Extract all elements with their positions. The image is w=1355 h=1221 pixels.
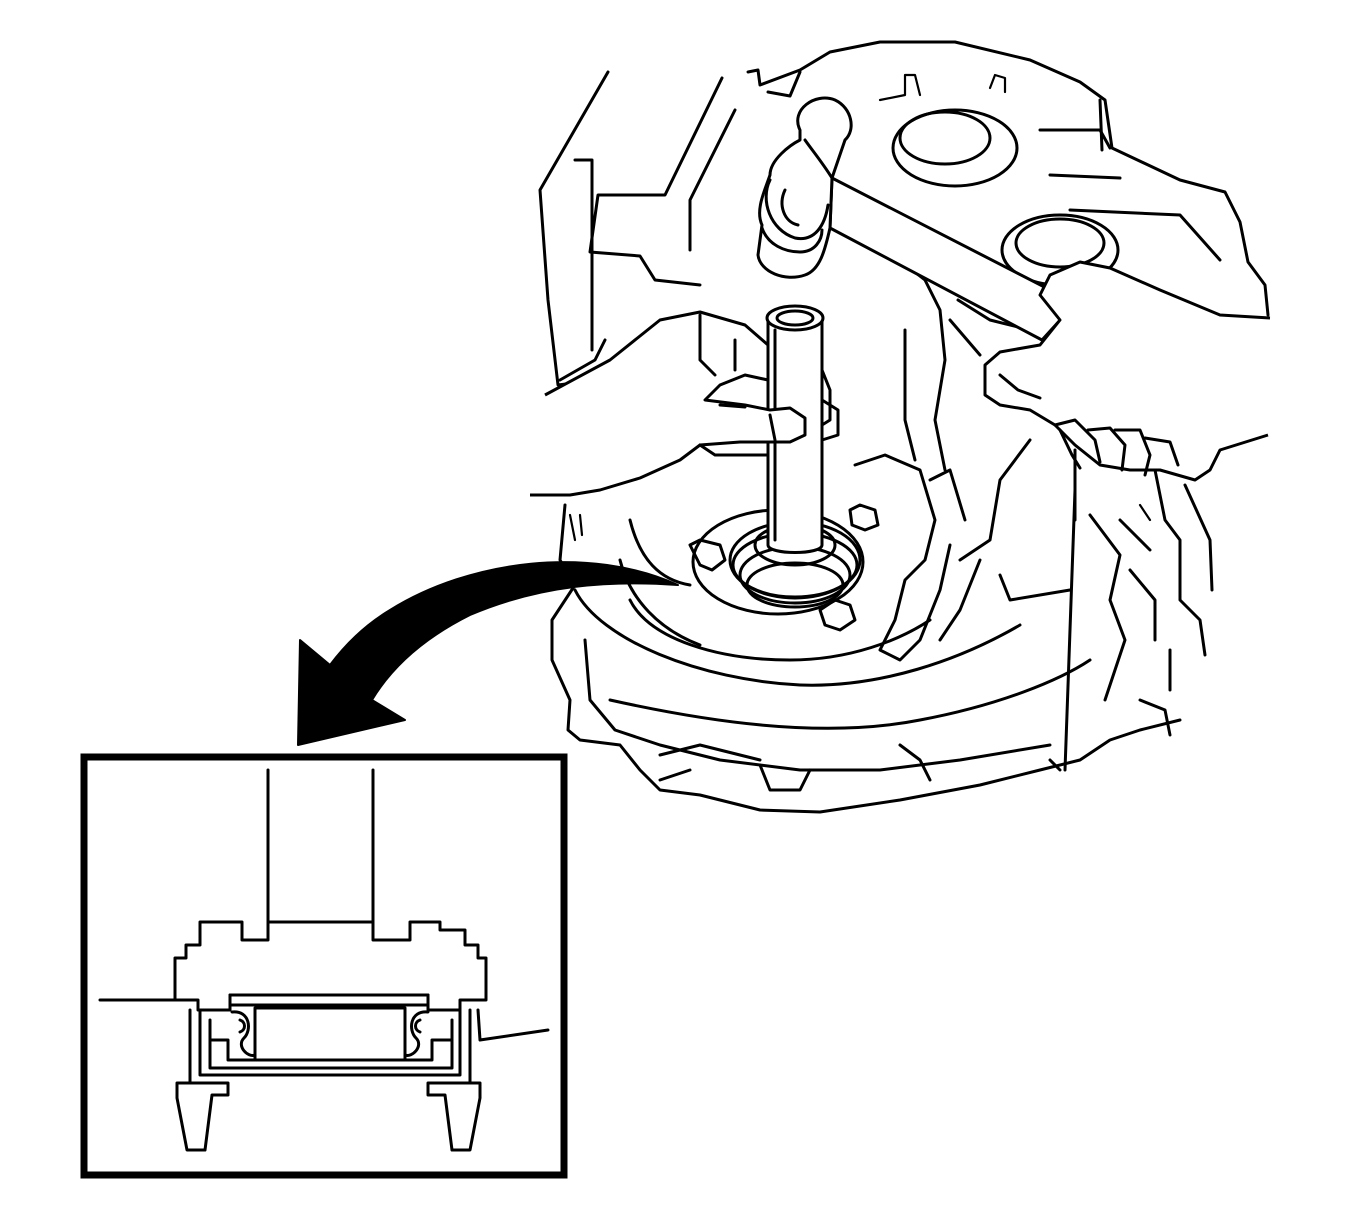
transaxle-case (538, 40, 1270, 814)
hammer (756, 96, 1064, 342)
left-hand (530, 310, 840, 497)
detail-inset (80, 753, 568, 1179)
callout-arrow (297, 561, 679, 746)
right-hand (983, 260, 1271, 482)
